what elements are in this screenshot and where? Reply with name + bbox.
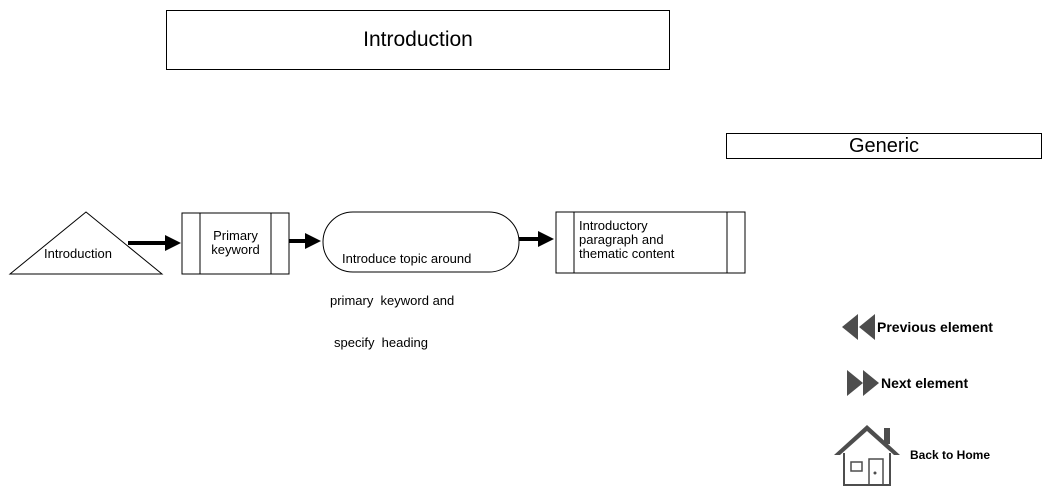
arrow-right-icon — [519, 231, 554, 247]
keyword-label-line: keyword — [211, 242, 260, 257]
topic-terminator — [322, 211, 520, 273]
topic-label-line: Introduce topic around — [342, 251, 472, 266]
start-triangle — [8, 211, 164, 275]
paragraph-label-line: thematic content — [579, 246, 675, 261]
start-node-label: Introduction — [44, 246, 112, 261]
keyword-label-line: Primary — [213, 228, 258, 243]
next-element-button[interactable]: Next element — [845, 370, 968, 396]
arrow-right-icon — [289, 233, 321, 249]
fast-forward-icon — [847, 370, 879, 396]
back-to-home-label: Back to Home — [910, 447, 991, 462]
topic-node-label: Introduce topic around primary keyword a… — [330, 224, 516, 364]
next-element-label: Next element — [881, 375, 969, 391]
category-label-box: Generic — [726, 133, 1042, 159]
arrow-right-icon — [128, 235, 181, 251]
paragraph-label-line: Introductory — [579, 218, 648, 233]
paragraph-process-box — [555, 211, 746, 274]
category-label-text: Generic — [848, 134, 920, 157]
previous-element-label: Previous element — [877, 319, 993, 335]
paragraph-node-label: Introductory paragraph and thematic cont… — [579, 219, 727, 261]
rewind-icon — [842, 314, 875, 340]
back-to-home-button[interactable]: Back to Home — [832, 422, 990, 487]
page-title: Introduction — [166, 10, 670, 70]
house-icon — [834, 425, 900, 486]
topic-label-line: specify heading — [334, 335, 428, 350]
keyword-node-label: Primary keyword — [200, 229, 271, 257]
page-title-text: Introduction — [363, 28, 473, 51]
topic-label-line: primary keyword and — [330, 293, 455, 308]
previous-element-button[interactable]: Previous element — [841, 314, 993, 340]
paragraph-label-line: paragraph and — [579, 232, 664, 247]
keyword-process-box — [181, 212, 290, 275]
